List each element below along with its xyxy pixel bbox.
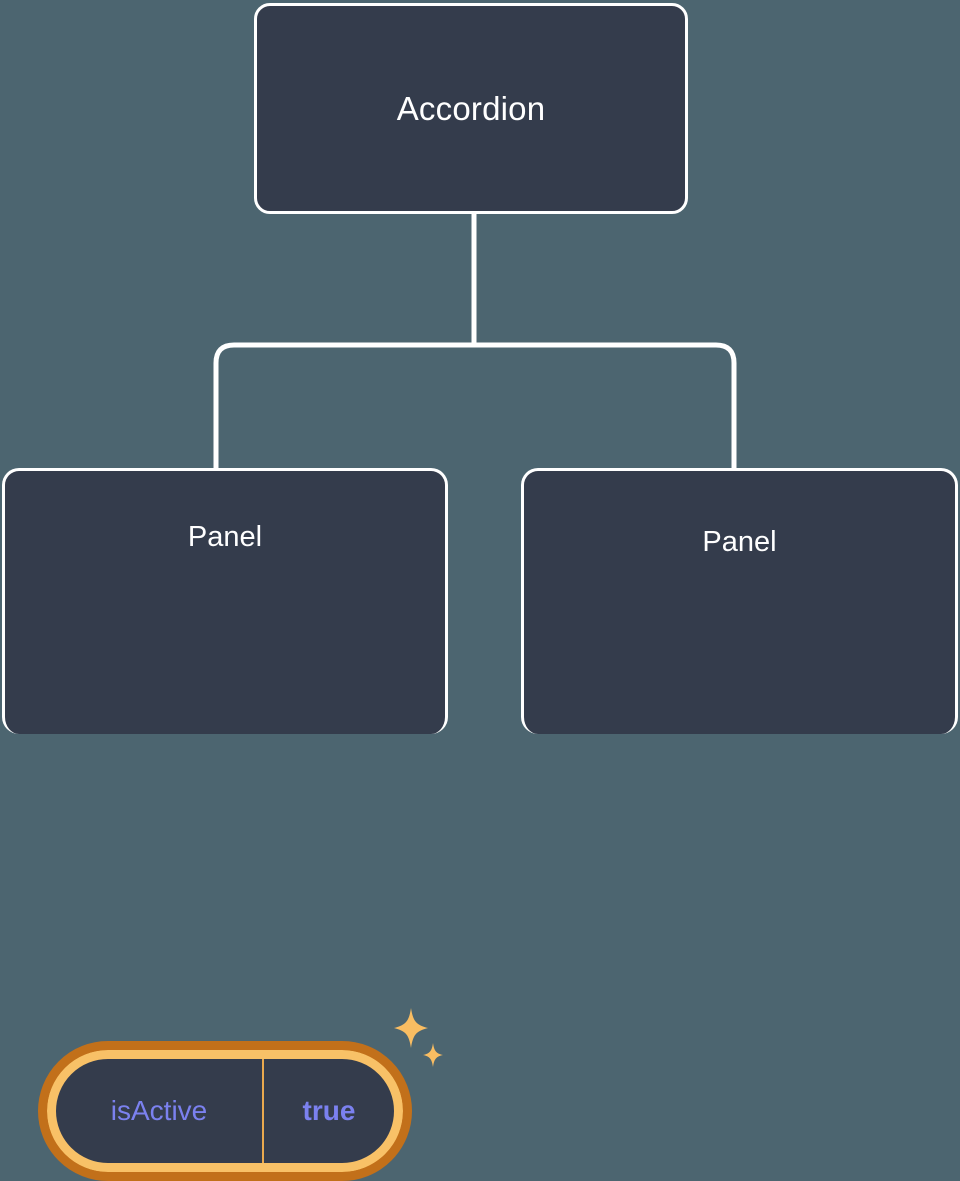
sparkle-cluster xyxy=(394,1008,443,1067)
prop-key: isActive xyxy=(56,1059,264,1163)
tree-node-label: Panel xyxy=(702,526,777,558)
tree-node-label: Panel xyxy=(187,521,263,553)
tree-node-panel-active[interactable]: Panel isActive true xyxy=(2,468,448,1181)
tree-node-accordion[interactable]: Accordion xyxy=(254,3,688,214)
tree-node-label: Accordion xyxy=(396,89,546,127)
connector-branch-bus xyxy=(213,342,737,468)
sparkle-large-icon xyxy=(394,1008,428,1048)
prop-pill-inner: isActive true xyxy=(47,1050,403,1172)
component-tree-diagram: Accordion Panel isActive true Panel isAc… xyxy=(2,3,958,1181)
tree-node-panel-inactive[interactable]: Panel isActive false xyxy=(521,468,958,734)
prop-pill-isactive-true[interactable]: isActive true xyxy=(38,1041,412,1181)
prop-value: true xyxy=(302,1095,356,1126)
sparkle-small-icon xyxy=(423,1043,443,1067)
